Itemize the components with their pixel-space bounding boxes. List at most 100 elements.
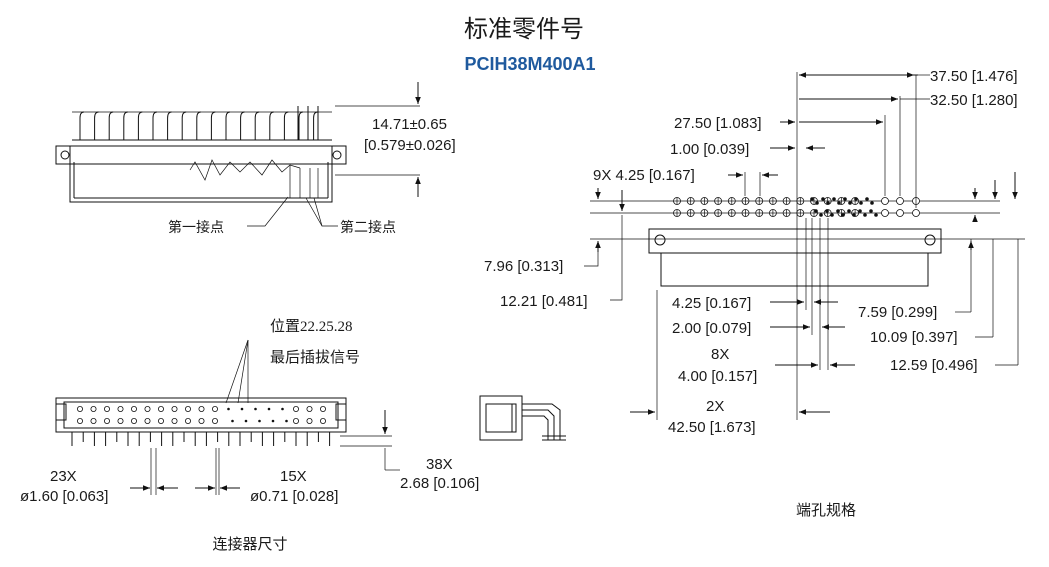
pcb-small-hole	[832, 197, 836, 201]
pin	[298, 111, 304, 140]
pcb-small-hole	[858, 209, 862, 213]
contact-hole	[211, 417, 218, 424]
contact-hole	[319, 405, 326, 412]
contact-dot	[254, 407, 257, 411]
contact-hole	[306, 417, 313, 424]
pcb-small-hole	[836, 209, 840, 213]
dim-2-00: 2.00 [0.079]	[672, 320, 751, 337]
pcb-small-hole	[863, 213, 867, 217]
pcb-small-hole	[814, 209, 818, 213]
pin	[152, 111, 158, 140]
dim-32-50: 32.50 [1.280]	[930, 92, 1018, 109]
pcb-small-hole	[870, 201, 874, 205]
contact-dot	[258, 419, 261, 423]
contact-hole	[104, 417, 111, 424]
pin	[210, 111, 216, 140]
pcb-small-hole	[837, 201, 841, 205]
connector-front-view	[55, 339, 566, 495]
pin	[181, 111, 187, 140]
dim-37-50: 37.50 [1.476]	[930, 68, 1018, 85]
contact-hole	[198, 405, 205, 412]
pcb-hole	[912, 209, 920, 217]
dim-15x: 15X	[280, 468, 307, 485]
dim-7-96: 7.96 [0.313]	[484, 258, 563, 275]
pcb-small-hole	[825, 209, 829, 213]
pcb-small-hole	[865, 197, 869, 201]
contact-dot	[227, 407, 230, 411]
dim-height-inch: [0.579±0.026]	[364, 137, 456, 154]
part-number: PCIH38M400A1	[464, 54, 595, 74]
dim-1-00: 1.00 [0.039]	[670, 141, 749, 158]
pin	[196, 111, 201, 140]
label-second-contact: 第二接点	[340, 219, 396, 236]
dim-12-59: 12.59 [0.496]	[890, 357, 978, 374]
contact-dot	[285, 419, 288, 423]
contact-hole	[104, 405, 111, 412]
pcb-small-hole	[859, 201, 863, 205]
connector-side-view	[55, 82, 421, 227]
pcb-small-hole	[815, 201, 819, 205]
pcb-small-hole	[852, 213, 856, 217]
pcb-small-hole	[843, 197, 847, 201]
pcb-hole	[881, 209, 889, 217]
contact-hole	[130, 417, 137, 424]
dim-height: 14.71±0.65	[372, 116, 447, 133]
contact-dot	[244, 419, 248, 423]
dim-42-50: 42.50 [1.673]	[668, 419, 756, 436]
contact-hole	[144, 405, 151, 412]
caption-hole-spec: 端孔规格	[796, 501, 856, 519]
contact-hole	[171, 405, 178, 412]
contact-hole	[157, 405, 164, 412]
pcb-small-hole	[841, 213, 845, 217]
contact-hole	[130, 405, 137, 412]
hole-pattern	[584, 72, 1025, 420]
pin	[137, 111, 143, 140]
contact-hole	[306, 405, 313, 412]
dim-4-25: 4.25 [0.167]	[672, 295, 751, 312]
dim-15x-value: ø0.71 [0.028]	[250, 488, 338, 505]
contact-dot	[231, 419, 234, 423]
contact-hole	[144, 417, 151, 424]
contact-hole	[184, 405, 191, 412]
caption-connector-dimensions: 连接器尺寸	[212, 535, 287, 553]
pin	[123, 111, 128, 140]
pcb-small-hole	[869, 209, 873, 213]
contact-hole	[157, 417, 164, 424]
pcb-small-hole	[854, 197, 858, 201]
pcb-small-hole	[847, 209, 851, 213]
pin	[94, 111, 99, 140]
contact-hole	[292, 405, 299, 412]
contact-hole	[292, 417, 299, 424]
contact-hole	[77, 405, 84, 412]
dim-10-09: 10.09 [0.397]	[870, 329, 958, 346]
note-positions: 位置22.25.28	[270, 318, 353, 335]
pcb-hole	[896, 197, 904, 205]
contact-dot	[271, 419, 275, 423]
pcb-small-hole	[848, 201, 852, 205]
contact-hole	[211, 405, 218, 412]
pcb-small-hole	[821, 197, 825, 201]
dim-8x: 8X	[711, 346, 729, 363]
contact-hole	[90, 417, 97, 424]
pin	[108, 111, 114, 140]
pcb-small-hole	[826, 201, 830, 205]
label-first-contact: 第一接点	[168, 219, 224, 236]
contact-hole	[319, 417, 326, 424]
contact-dot	[267, 407, 271, 411]
pcb-hole	[881, 197, 889, 205]
dim-38x-value: 2.68 [0.106]	[400, 475, 479, 492]
contact-hole	[171, 417, 178, 424]
contact-hole	[198, 417, 205, 424]
dim-38x: 38X	[426, 456, 453, 473]
pcb-small-hole	[810, 197, 814, 201]
dim-23x: 23X	[50, 468, 77, 485]
pcb-small-hole	[819, 213, 823, 217]
pin	[79, 111, 85, 140]
dim-9x-4-25: 9X 4.25 [0.167]	[593, 167, 695, 184]
dim-27-50: 27.50 [1.083]	[674, 115, 762, 132]
note-last-mate: 最后插拔信号	[270, 348, 360, 366]
pin	[283, 111, 289, 140]
dim-23x-value: ø1.60 [0.063]	[20, 488, 108, 505]
pin	[167, 111, 172, 140]
